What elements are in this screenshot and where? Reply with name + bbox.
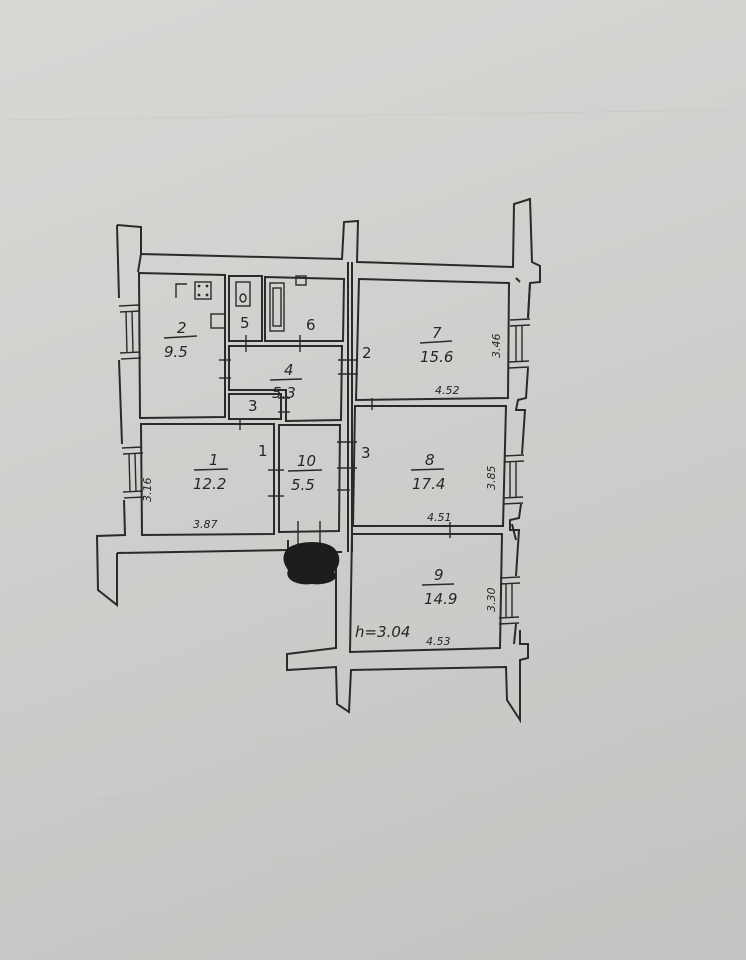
bathtub-icon (269, 275, 307, 332)
ceiling-height-label: h=3.04 (355, 623, 410, 641)
window-right-upper (508, 318, 531, 369)
room-6-label: 6 (306, 316, 316, 334)
svg-text:3: 3 (248, 397, 258, 415)
dim-room1-depth: 3.16 (141, 478, 154, 503)
room-7-label: 7 15.6 (419, 324, 453, 366)
outer-walls (95, 197, 541, 724)
svg-text:9.5: 9.5 (164, 343, 188, 361)
svg-text:7: 7 (432, 324, 442, 342)
svg-text:9: 9 (434, 566, 444, 584)
dim-room7-width: 4.52 (435, 384, 460, 397)
window-right-lower (498, 576, 521, 625)
dim-room8-depth: 3.85 (485, 466, 498, 491)
dim-room9-depth: 3.30 (485, 588, 498, 613)
room-1-label: 1 12.2 (193, 451, 229, 493)
svg-text:2: 2 (177, 319, 187, 337)
svg-text:1: 1 (209, 451, 219, 469)
room-4-label: 4 5.3 (269, 361, 303, 402)
svg-text:4: 4 (284, 361, 294, 379)
window-left-lower (121, 446, 145, 499)
kitchen-sink-icon (175, 283, 187, 298)
passage-2-label: 2 (362, 344, 372, 362)
svg-text:14.9: 14.9 (424, 590, 457, 608)
svg-text:15.6: 15.6 (420, 348, 453, 366)
svg-text:12.2: 12.2 (193, 475, 226, 493)
room-10-label: 10 5.5 (287, 452, 323, 494)
paper-ruling (0, 109, 746, 921)
passage-3-label: 3 (361, 444, 371, 462)
svg-text:10: 10 (297, 452, 316, 470)
svg-text:5.3: 5.3 (272, 384, 296, 402)
svg-text:6: 6 (306, 316, 316, 334)
room-5-label: 5 (240, 314, 250, 332)
kitchen-counter-icon (210, 313, 226, 329)
dim-room8-width: 4.51 (427, 511, 452, 524)
dim-room1-width: 3.87 (193, 518, 218, 531)
dim-room7-depth: 3.46 (490, 334, 503, 359)
dim-room9-width: 4.53 (426, 635, 451, 648)
room-2-label: 2 9.5 (163, 319, 198, 361)
svg-text:5.5: 5.5 (291, 476, 315, 494)
svg-text:17.4: 17.4 (412, 475, 445, 493)
kitchen-stove-icon (194, 281, 212, 300)
redaction-blot (283, 542, 340, 585)
inner-walls (137, 262, 511, 654)
door-ticks (219, 335, 451, 550)
room-3-label: 3 (248, 397, 258, 415)
window-left-upper (118, 304, 142, 360)
room-9-label: 9 14.9 (421, 566, 457, 608)
svg-text:5: 5 (240, 314, 250, 332)
room-8-label: 8 17.4 (410, 451, 445, 493)
svg-text:8: 8 (425, 451, 435, 469)
toilet-icon (235, 281, 251, 307)
passage-1-label: 1 (258, 442, 268, 460)
window-right-middle (502, 454, 525, 505)
